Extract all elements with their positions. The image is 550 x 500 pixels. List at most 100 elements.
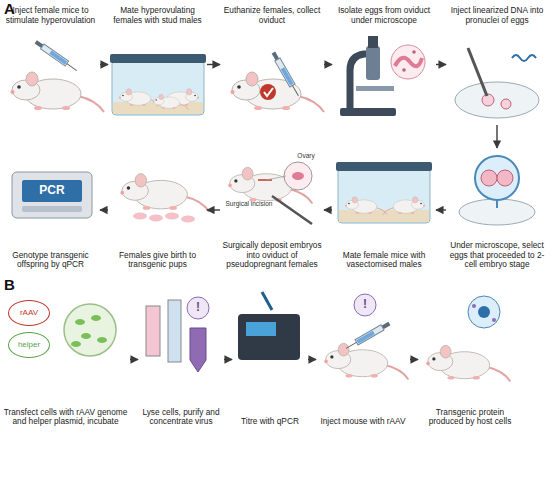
microscope-base [340,108,396,116]
cell [81,333,91,339]
ovary-inset [284,162,312,190]
step-caption: Isolate eggs from oviduct under microsco… [334,6,434,25]
process-step: Titre with qPCR [234,292,306,427]
flow-arrow [207,209,220,210]
petri-dish [455,82,539,118]
plasmid-label: rAAV [9,308,49,317]
process-step: Inject mouse with rAAV [318,292,408,427]
annotation-label: Surgical incision [214,200,284,207]
embryo-cell [481,170,497,186]
microscope-stage [356,86,394,91]
oviduct-zoom [391,45,425,79]
plasmid-circle: helper [8,332,50,358]
step-caption: Females give birth to transgenic pups [110,251,205,270]
step-caption: Surgically deposit embryos into oviduct … [222,241,322,270]
plasmid-circle: rAAV [8,300,50,326]
annotation-label: PCR [22,183,82,197]
cell [91,315,101,321]
plasmid-label: helper [9,340,49,349]
mouse-illustration [426,345,510,381]
leader-line [266,176,286,180]
flow-arrow [324,64,332,65]
qpcr-machine [238,314,300,360]
pcr-machine [12,172,92,218]
mouse-illustration [231,72,325,112]
process-step: Isolate eggs from oviduct under microsco… [334,6,434,123]
annotation-label: Ovary [286,152,326,159]
flow-arrow [436,209,446,210]
process-step: Inject female mice to stimulate hyperovu… [3,6,98,123]
ovary [292,172,304,180]
protein-dot [492,318,496,322]
pup [181,216,195,223]
flow-arrow [496,125,497,148]
step-caption: Lyse cells, purify and concentrate virus [140,408,222,427]
flow-arrow [324,209,332,210]
panel-letter: A [4,0,20,17]
process-step: Euthanize females, collect oviduct [222,6,322,123]
pup [149,215,163,222]
step-caption: Inject linearized DNA into pronuclei of … [448,6,546,25]
egg-dot [402,68,406,72]
injection-pipette [468,48,487,96]
process-step: Mate hyperovulating females with stud ma… [110,6,205,123]
magnifier-circle [475,156,519,200]
process-step: Genotype transgenic offspring by qPCR [3,150,98,270]
virus-icon [354,294,376,316]
mouse-illustration [11,72,105,112]
mouse-illustration [153,94,189,109]
cell [71,341,81,347]
process-step: Transfect cells with rAAV genome and hel… [3,292,128,427]
qpcr-screen [246,322,276,336]
pup [165,213,179,220]
host-cell [468,296,500,328]
flow-arrow [130,359,138,360]
flow-arrow [436,64,446,65]
syringe-illustration [271,51,301,97]
surgical-tool [272,196,312,224]
virus-tube [190,328,206,372]
mouse-illustration [119,89,161,107]
process-step: Transgenic protein produced by host cell… [420,292,520,427]
mouse-illustration [383,197,425,215]
petri-dish [459,199,535,225]
culture-dish [64,304,116,356]
cell [97,337,107,343]
cell [75,319,85,325]
microscope-body [366,46,380,80]
flow-arrow [308,359,316,360]
alert-symbol: ! [358,297,372,311]
flow-arrow [207,64,220,65]
microscope-eyepiece [368,36,378,48]
step-caption: Euthanize females, collect oviduct [222,6,322,25]
cell-nucleus [478,306,490,318]
virus-icon [187,297,209,319]
egg-cell [482,94,494,106]
dna-strand [512,55,536,61]
step-caption: Mate female mice with vasectomised males [334,251,434,270]
process-step: Lyse cells, purify and concentrate virus [140,292,222,427]
pup [133,213,147,220]
alert-symbol: ! [191,300,205,314]
euthanasia-mark [260,84,276,100]
oviduct [395,58,422,66]
step-caption: Inject female mice to stimulate hyperovu… [3,6,98,25]
lysate-tube [146,306,160,356]
step-caption: Transfect cells with rAAV genome and hel… [3,408,128,427]
pcr-panel [22,206,82,212]
flow-arrow [410,359,418,360]
egg-cell [501,99,511,109]
cage-illustration [336,162,432,223]
egg-dot [412,50,416,54]
cage-illustration [110,54,206,115]
panel-letter: B [4,276,20,293]
step-caption: Inject mouse with rAAV [318,417,408,427]
pcr-screen [22,180,82,202]
step-caption: Genotype transgenic offspring by qPCR [3,251,98,270]
purification-column [168,300,181,362]
magnifier-stem [496,200,498,208]
step-caption: Mate hyperovulating females with stud ma… [110,6,205,25]
protein-dot [472,304,476,308]
syringe-illustration [34,39,78,73]
